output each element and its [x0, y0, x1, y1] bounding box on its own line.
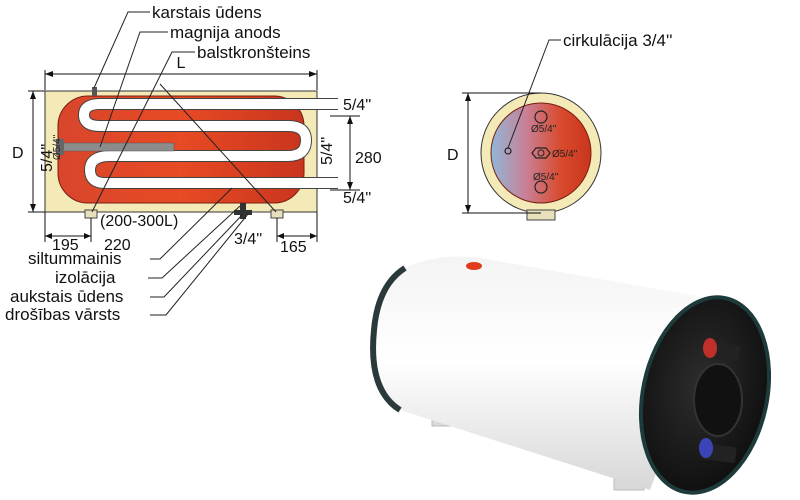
magnesium-anode-label: magnija anods: [170, 23, 281, 42]
support-foot-left: [84, 209, 98, 219]
length-label: L: [177, 55, 186, 72]
front-port-mid: [531, 147, 551, 159]
front-view: Ø5/4'' Ø5/4'' Ø5/4'' D cirkulācija 3/4'': [447, 31, 672, 221]
cold-water-leader: [150, 213, 244, 298]
safety-valve-leader: [150, 213, 249, 316]
circulation-leader: [507, 39, 561, 149]
support-bracket-leader-2: [159, 83, 277, 213]
tank-3d-render: [369, 256, 772, 495]
render-top-port: [466, 262, 482, 270]
support-bracket-leader: [91, 51, 195, 213]
coil-upper-label: 5/4'': [343, 97, 371, 114]
cold-water-label: aukstais ūdens: [10, 287, 123, 306]
render-left-cap: [370, 265, 407, 413]
coil-upper-inner: [78, 99, 338, 161]
cold-water-valve: [234, 210, 252, 215]
heat-exchanger-leader: [150, 187, 233, 260]
side-view: L D 5/4'' Ø5/4'' 5/4'' 5/4'' 5/4'' 280 (…: [5, 3, 382, 324]
capacity-label: (200-300L): [100, 213, 178, 230]
anode-head: [56, 139, 64, 155]
render-body: [369, 256, 720, 490]
bottom-port-label: 3/4'': [234, 231, 262, 248]
render-flange: [693, 363, 743, 437]
anode-size-label: 5/4'': [39, 144, 56, 172]
render-cold-ring: [699, 438, 713, 458]
hot-water-leader: [93, 11, 150, 89]
hot-water-port: [92, 87, 97, 96]
anode-size-small-label: Ø5/4'': [52, 134, 63, 160]
right-offset-label: 165: [280, 239, 307, 256]
front-port-top-label: Ø5/4'': [531, 124, 557, 135]
front-port-top: [534, 110, 548, 124]
support-bracket-label: balstkronšteins: [197, 43, 310, 62]
foot-spacing-label: 220: [104, 237, 131, 254]
support-foot-right: [270, 209, 284, 219]
front-foot: [526, 209, 556, 221]
coil-spacing-label: 280: [355, 150, 382, 167]
safety-valve-label: drošības vārsts: [5, 305, 120, 324]
insulation-leader: [148, 205, 241, 279]
magnesium-anode-leader: [99, 31, 168, 148]
insulation-label: izolācija: [55, 268, 116, 287]
diameter-label: D: [12, 145, 24, 162]
hot-water-label: karstais ūdens: [152, 3, 262, 22]
magnesium-anode: [59, 142, 175, 152]
front-port-bottom-label: Ø5/4'': [533, 172, 559, 183]
circulation-label: cirkulācija 3/4'': [563, 31, 672, 50]
front-diameter-label: D: [447, 147, 459, 164]
front-port-mid-label: Ø5/4'': [552, 149, 578, 160]
heat-exchanger-label: siltummainis: [28, 249, 122, 268]
coil-lower-inner: [84, 151, 338, 188]
left-offset-label: 195: [52, 237, 79, 254]
front-port-bottom: [534, 180, 548, 194]
render-hot-ring: [703, 338, 717, 358]
coil-mid-label: 5/4'': [319, 137, 336, 165]
coil-lower-label: 5/4'': [343, 190, 371, 207]
